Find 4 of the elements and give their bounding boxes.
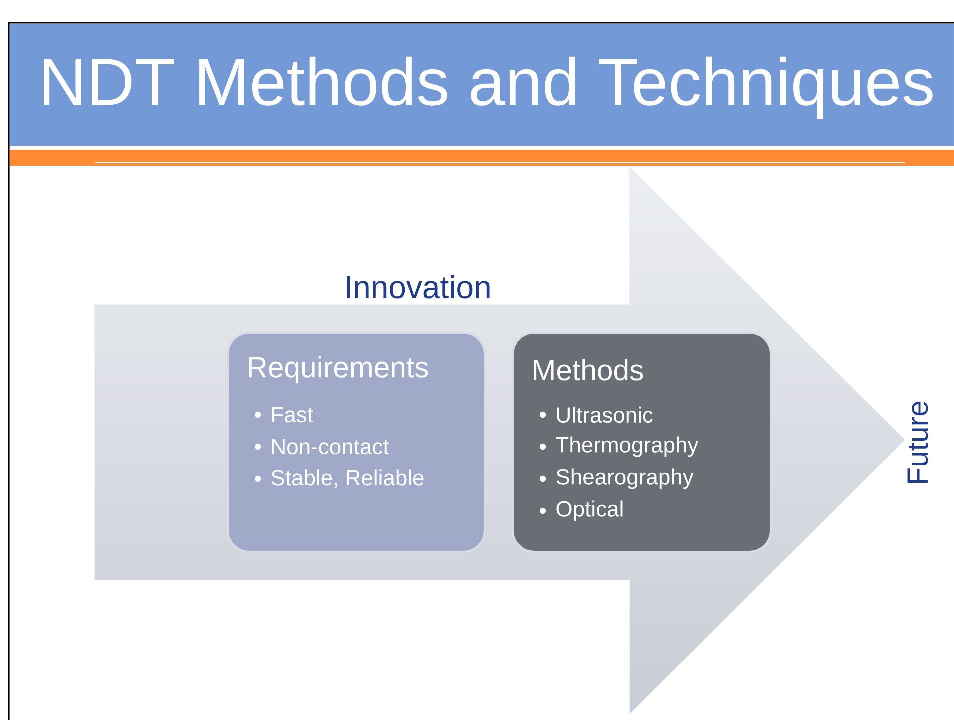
title-banner: NDT Methods and Techniques — [10, 24, 954, 146]
rounded-box: Requirements Fast Non-contact Stable, Reliable — [227, 332, 486, 553]
node-label: Future — [908, 402, 928, 483]
rounded-box: Methods Ultrasonic Thermography Shearography Optical — [512, 332, 772, 553]
